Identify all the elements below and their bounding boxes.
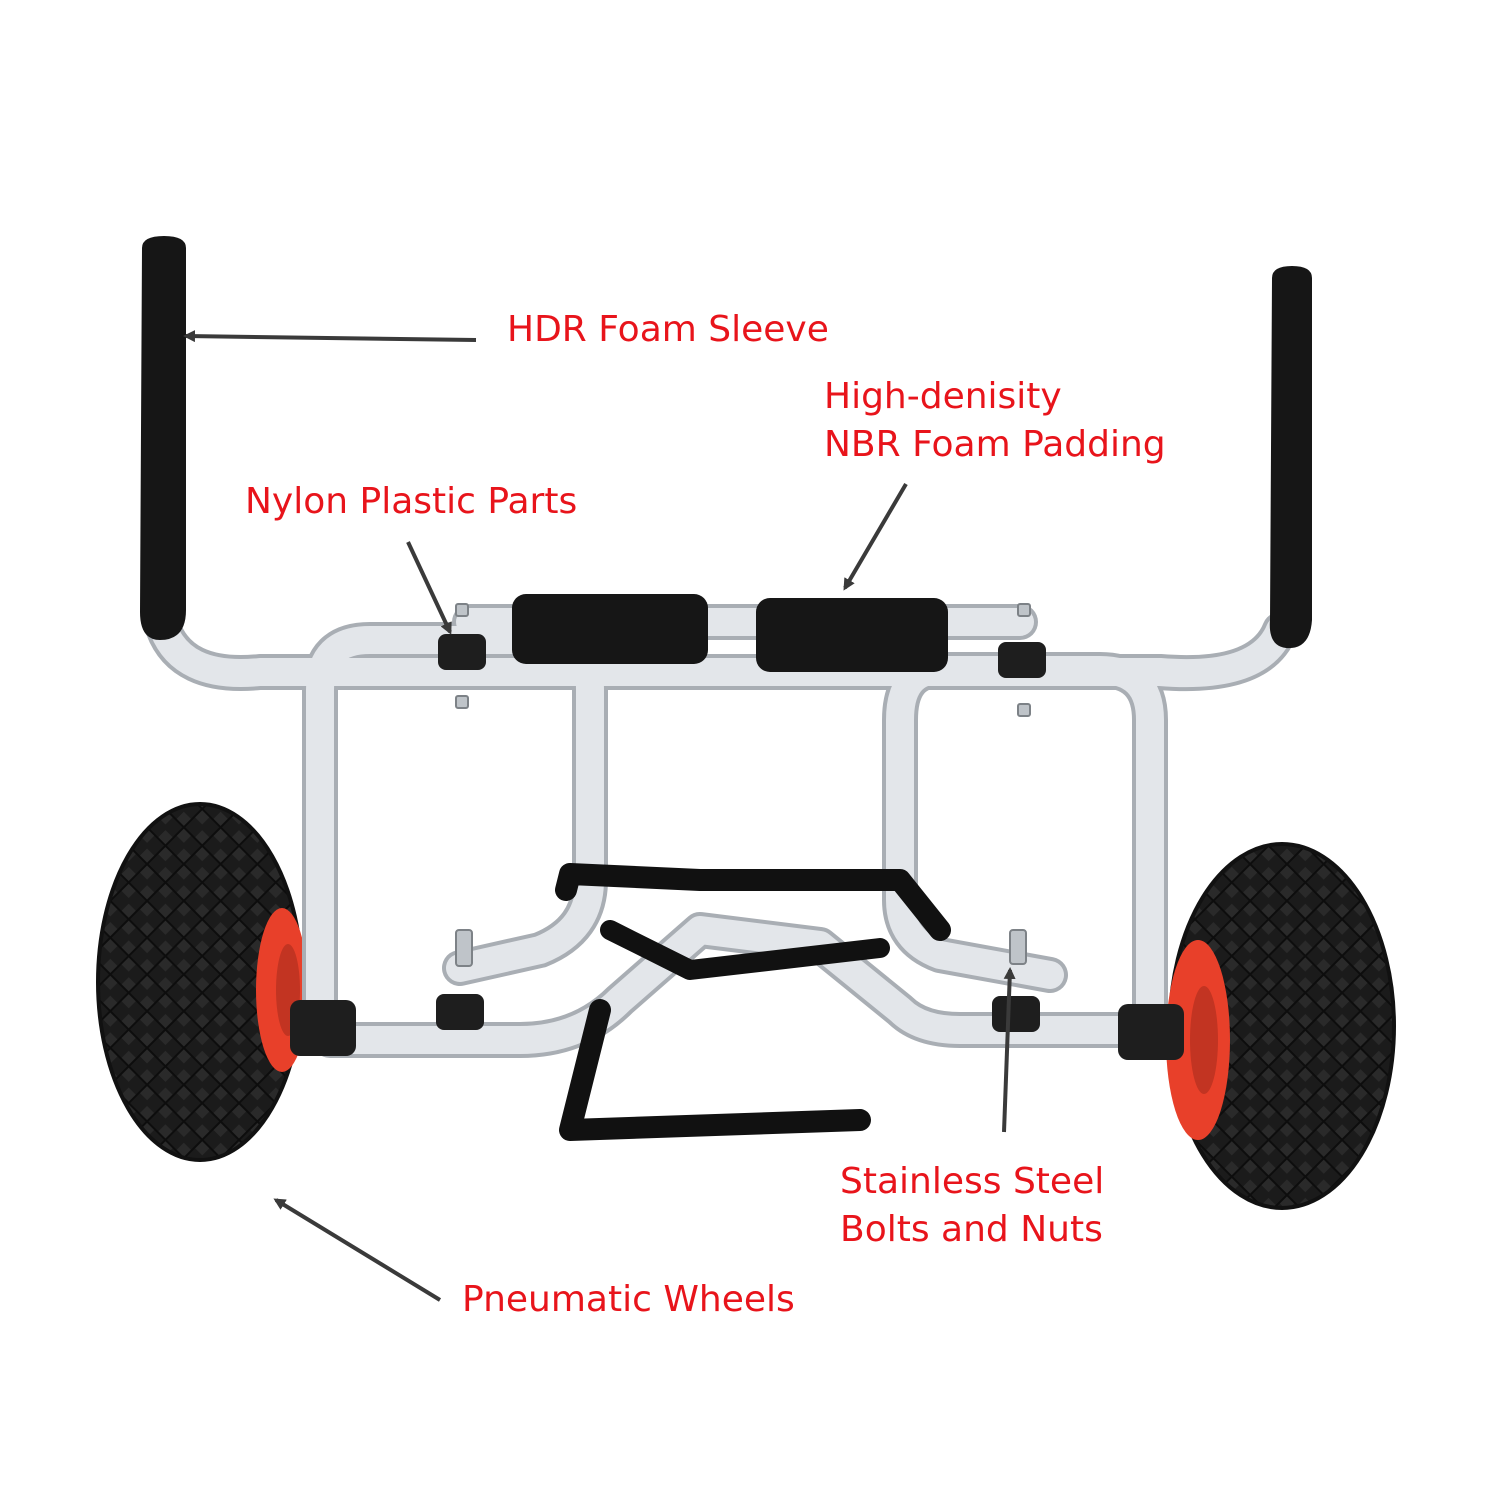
callout-text: HDR Foam Sleeve <box>507 309 829 350</box>
callout-text-line1: Stainless Steel <box>840 1161 1105 1202</box>
callout-nylon-plastic-parts: Nylon Plastic Parts <box>245 478 577 526</box>
nylon-plastic-parts <box>290 634 1184 1060</box>
foam-sleeves <box>140 236 1312 649</box>
callout-pneumatic-wheels: Pneumatic Wheels <box>462 1276 795 1324</box>
arrow-nylon <box>406 541 452 635</box>
strap <box>555 863 951 1141</box>
aluminium-frame <box>144 604 1298 1058</box>
arrow-hdr <box>183 330 477 343</box>
callout-nbr-foam-padding: High-denisity NBR Foam Padding <box>824 373 1166 469</box>
foam-pads <box>512 594 948 672</box>
left-foam-sleeve <box>140 236 186 640</box>
left-foam-pad <box>512 594 708 664</box>
right-wheel <box>1166 842 1396 1210</box>
callout-text-line1: High-denisity <box>824 376 1062 417</box>
arrow-wheels <box>273 1198 442 1302</box>
callout-text-line2: NBR Foam Padding <box>824 424 1166 465</box>
right-foam-pad <box>756 598 948 672</box>
arrow-steel <box>1002 967 1016 1133</box>
callout-arrows <box>183 330 1016 1302</box>
arrow-nbr <box>843 482 908 591</box>
right-foam-sleeve <box>1269 266 1312 649</box>
callout-stainless-bolts: Stainless Steel Bolts and Nuts <box>840 1158 1104 1254</box>
left-wheel <box>96 802 308 1162</box>
callout-text: Pneumatic Wheels <box>462 1279 795 1320</box>
callout-text: Nylon Plastic Parts <box>245 481 578 522</box>
callout-text-line2: Bolts and Nuts <box>840 1209 1103 1250</box>
stainless-bolts <box>455 603 1031 967</box>
callout-hdr-foam-sleeve: HDR Foam Sleeve <box>507 306 829 354</box>
